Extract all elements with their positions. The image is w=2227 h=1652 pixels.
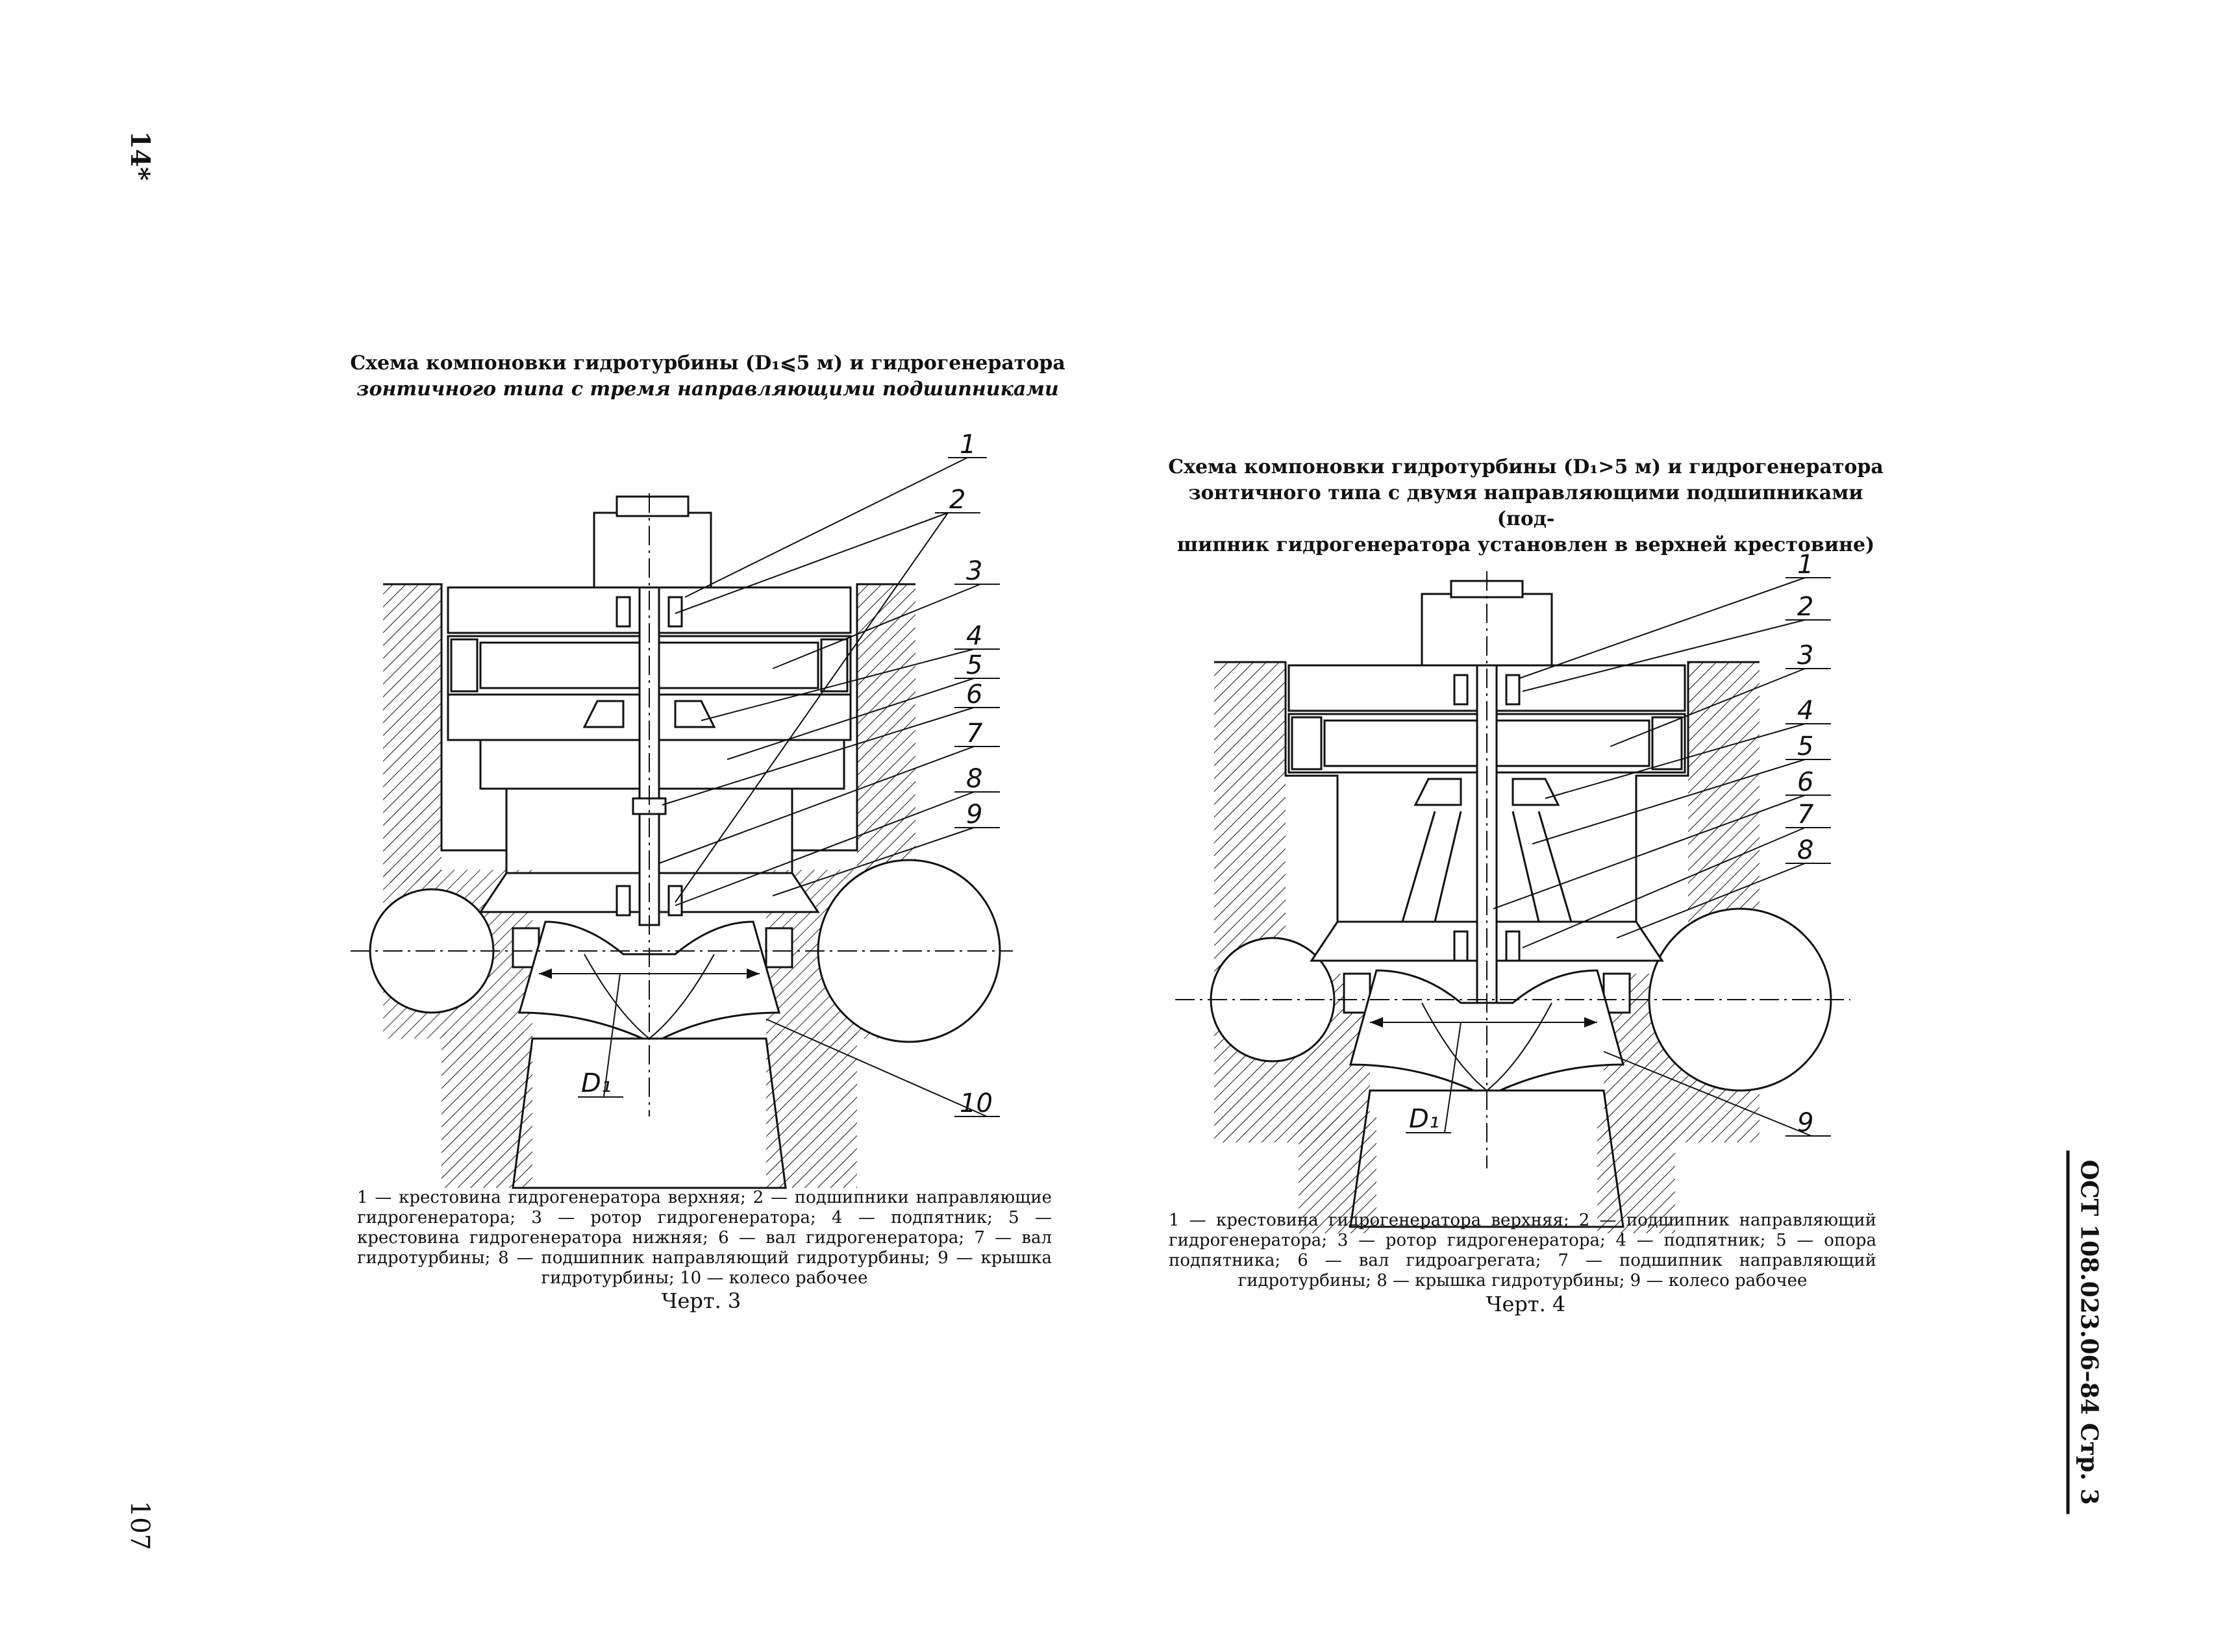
figure4-d1-arrow-right (1584, 1017, 1597, 1028)
figure4-d1-leader (1444, 1022, 1462, 1133)
figure4-label-9: 9 (1797, 1108, 1813, 1138)
figure4-label-6: 6 (1797, 767, 1813, 797)
figure4-label-underlines (1785, 577, 1831, 1137)
figure3-base-hatch-right (766, 1032, 857, 1188)
figure3-draft-tube (512, 1037, 787, 1189)
figure3-legend: 1 — крестовина гидрогенератора верхняя; … (357, 1188, 1052, 1288)
figure3-base-hatch-left (442, 1032, 532, 1188)
figure3-bearing-upper-right (667, 596, 683, 628)
figure4-d1-label: D₁ (1409, 1104, 1439, 1134)
figure3-thrust-right (674, 700, 716, 728)
figure4-bearing-upper-left (1453, 674, 1469, 706)
figure4-draft-tube (1349, 1089, 1624, 1228)
figure3-label-2: 2 (949, 485, 965, 515)
figure3-stator-right (820, 638, 849, 693)
figure4-caption: Черт. 4 (1486, 1292, 1566, 1316)
figure3-d1-leader (603, 973, 621, 1098)
figure3-bearing-upper-left (616, 596, 631, 628)
figure4-title-line1: Схема компоновки гидротурбины (D₁>5 м) и… (1168, 456, 1884, 478)
figure4-support-leg-left-inner (1434, 811, 1462, 922)
figure3-title-line2: зонтичного типа с тремя направляющими по… (356, 378, 1059, 401)
figure4-leaders (1493, 577, 1812, 1137)
figure3-exciter-cap (616, 495, 690, 517)
figure3-label-3: 3 (966, 556, 982, 586)
figure3-label-9: 9 (966, 800, 982, 830)
figure3-exciter (593, 512, 712, 589)
figure3-lower-crosspiece (479, 739, 845, 790)
figure3-label-5: 5 (966, 650, 982, 680)
figure3-d1-arrow-left (539, 968, 552, 979)
figure3-label-underlines (935, 457, 1000, 1117)
figure4-thrust-right (1512, 778, 1560, 806)
figure4-label-3: 3 (1797, 641, 1813, 671)
figure4-bearing-turbine-left (1453, 930, 1469, 962)
figure3-thrust-left (582, 700, 625, 728)
figure4-bearing-upper-right (1505, 674, 1521, 706)
figure3-caption: Черт. 3 (661, 1288, 741, 1313)
figure3-pit-wall-left (383, 584, 442, 883)
figure3-leaders (658, 457, 988, 1117)
figure4-title-line3: шипник гидрогенератора установлен в верх… (1176, 534, 1875, 556)
figure4-support-leg-left (1401, 811, 1436, 922)
figure4-d1-arrow-left (1370, 1017, 1383, 1028)
figure3-vane-right (765, 927, 793, 968)
figure4-title-line2: зонтичного типа с двумя направляющими по… (1188, 482, 1863, 530)
figure3-d1-arrow-right (747, 968, 760, 979)
figure4-title: Схема компоновки гидротурбины (D₁>5 м) и… (1162, 454, 1889, 558)
figure4-label-7: 7 (1797, 800, 1814, 830)
figure3-label-7: 7 (966, 719, 983, 748)
figure3-title-line1: Схема компоновки гидротурбины (D₁⩽5 м) и… (350, 352, 1065, 375)
figure3-title: Схема компоновки гидротурбины (D₁⩽5 м) и… (344, 351, 1071, 402)
figure3-label-1: 1 (960, 430, 976, 460)
figure3-d1-label: D₁ (581, 1068, 612, 1098)
figure4-label-2: 2 (1797, 592, 1813, 622)
figure3-label-6: 6 (966, 680, 982, 709)
figure4-support-leg-right-inner (1512, 811, 1540, 922)
figure4-support-leg-right (1537, 811, 1573, 922)
figure4-stator-left (1291, 716, 1323, 771)
figure4-thrust-left (1413, 778, 1462, 806)
figure3-label-10: 10 (960, 1089, 993, 1118)
figure3-bearing-turbine-left (616, 885, 631, 917)
figure4-stator-right (1651, 716, 1683, 771)
figure3-stator-left (450, 638, 479, 693)
figure3-label-8: 8 (966, 764, 982, 794)
figure4-label-4: 4 (1797, 696, 1813, 726)
figure4-bearing-turbine-right (1505, 930, 1521, 962)
figure3-label-4: 4 (966, 621, 982, 651)
figure4-label-1: 1 (1797, 550, 1813, 580)
figure4-legend: 1 — крестовина гидрогенератора верхняя; … (1169, 1211, 1876, 1290)
figure4-label-8: 8 (1797, 835, 1813, 865)
figure3-bearing-turbine-right (667, 885, 683, 917)
figure4-label-5: 5 (1797, 732, 1813, 761)
